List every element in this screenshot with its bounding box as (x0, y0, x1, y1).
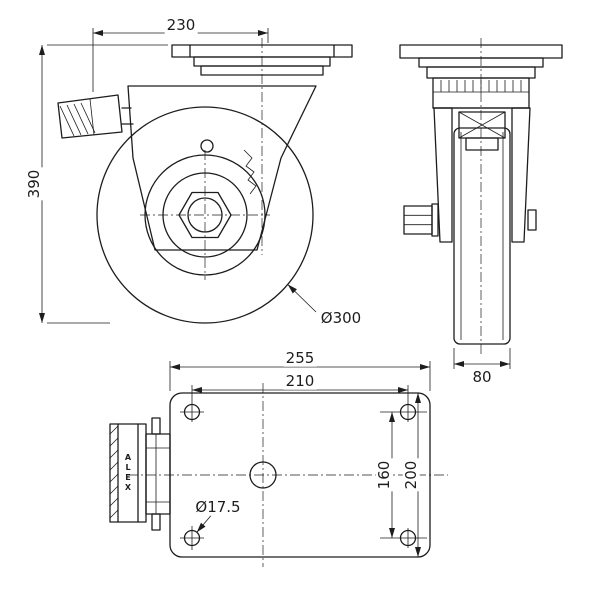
fork-outline (127, 85, 317, 251)
dim-label-top-width: 230 (164, 15, 198, 34)
brake-pedal-side (57, 94, 123, 139)
front-brake-bracket (465, 137, 499, 151)
fork-leg-right (511, 107, 531, 243)
wheel-outline (96, 106, 314, 324)
side-view-dimensions (39, 28, 317, 324)
fork-leg-left (433, 107, 453, 243)
dim-label-plate-width: 200 (401, 458, 420, 492)
dim-label-bolt-spacing-width: 160 (374, 458, 393, 492)
linkage-bolt-top (151, 417, 161, 435)
dim-label-bolt-spacing-length: 210 (283, 371, 317, 390)
label-wheel-diameter: Ø300 (318, 308, 364, 327)
wheel-front (453, 127, 511, 345)
brake-spring (243, 149, 257, 195)
front-view-dimensions (453, 348, 511, 369)
leader-hole-diameter (196, 511, 215, 533)
dim-label-wheel-width: 80 (470, 367, 494, 386)
linkage-bolt-bottom (151, 513, 161, 531)
axle-nut-front (403, 205, 433, 235)
axle-stub-right (527, 209, 537, 231)
plan-view (109, 361, 448, 567)
leader-wheel-diameter (287, 284, 317, 313)
side-view (39, 28, 353, 324)
front-view (399, 38, 563, 369)
brand-text: ALEX (123, 453, 133, 493)
label-bolt-hole-diameter: Ø17.5 (193, 497, 243, 516)
dim-label-plate-length: 255 (283, 348, 317, 367)
dim-label-overall-height: 390 (24, 167, 43, 201)
axle-washer (431, 203, 439, 237)
fork-bolt (200, 139, 214, 153)
